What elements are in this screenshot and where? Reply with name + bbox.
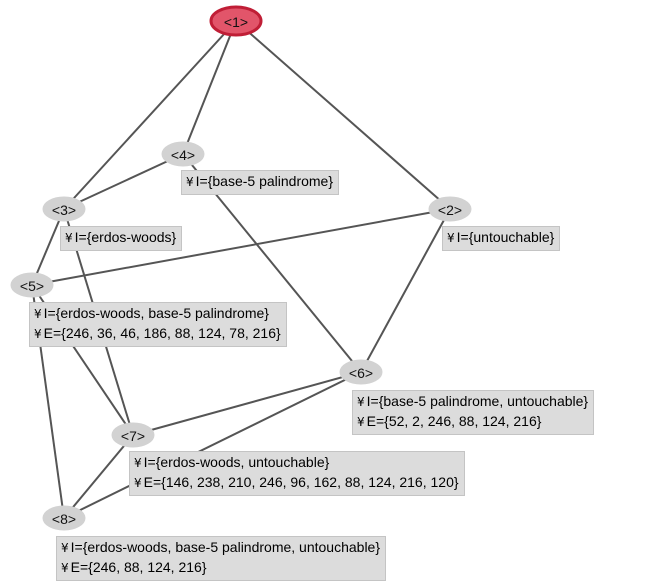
node-4[interactable]: <4> xyxy=(161,141,205,167)
node-8-intent: I={erdos-woods, base-5 palindrome, untou… xyxy=(70,539,381,555)
node-5-id-text: <5> xyxy=(20,278,44,294)
node-6-extent-line: ¥E={52, 2, 246, 88, 124, 216} xyxy=(357,412,588,432)
edge-2-6 xyxy=(360,208,451,373)
node-6-id-text: <6> xyxy=(349,365,373,381)
node-7[interactable]: <7> xyxy=(111,422,155,448)
edge-3-5 xyxy=(31,208,65,286)
node-6-intent: I={base-5 palindrome, untouchable} xyxy=(366,393,589,409)
node-7-label: ¥I={erdos-woods, untouchable} ¥E={146, 2… xyxy=(129,451,465,496)
node-5-label: ¥I={erdos-woods, base-5 palindrome} ¥E={… xyxy=(29,302,287,347)
node-6[interactable]: <6> xyxy=(339,359,383,385)
node-8-extent-line: ¥E={246, 88, 124, 216} xyxy=(61,558,380,578)
node-8[interactable]: <8> xyxy=(42,505,86,531)
node-5-intent: I={erdos-woods, base-5 palindrome} xyxy=(43,305,269,321)
node-4-ellipse[interactable] xyxy=(161,141,205,167)
node-2-ellipse[interactable] xyxy=(428,196,472,222)
node-4-label: ¥I={base-5 palindrome} xyxy=(181,170,340,195)
node-2[interactable]: <2> xyxy=(428,196,472,222)
node-5-extent: E={246, 36, 46, 186, 88, 124, 78, 216} xyxy=(43,325,281,341)
node-8-extent: E={246, 88, 124, 216} xyxy=(70,559,207,575)
node-8-intent-line: ¥I={erdos-woods, base-5 palindrome, unto… xyxy=(61,538,380,558)
node-2-intent-marker-icon: ¥ xyxy=(447,231,455,245)
edge-4-3 xyxy=(63,153,184,210)
node-3-intent-marker-icon: ¥ xyxy=(65,231,73,245)
edge-2-5 xyxy=(31,208,451,286)
edge-6-7 xyxy=(132,371,362,436)
node-7-extent-marker-icon: ¥ xyxy=(134,476,142,490)
node-1[interactable]: <1> xyxy=(209,5,263,37)
node-1-id-text: <1> xyxy=(224,14,248,30)
node-2-id-text: <2> xyxy=(438,202,462,218)
node-8-label: ¥I={erdos-woods, base-5 palindrome, unto… xyxy=(56,536,387,581)
node-5-extent-line: ¥E={246, 36, 46, 186, 88, 124, 78, 216} xyxy=(34,324,281,344)
node-8-ellipse[interactable] xyxy=(42,505,86,531)
node-7-intent-line: ¥I={erdos-woods, untouchable} xyxy=(134,453,459,473)
node-3-id-text: <3> xyxy=(52,202,76,218)
node-6-ellipse[interactable] xyxy=(339,359,383,385)
node-3-ellipse[interactable] xyxy=(42,196,86,222)
node-4-intent: I={base-5 palindrome} xyxy=(195,173,334,189)
node-4-intent-line: ¥I={base-5 palindrome} xyxy=(186,172,333,192)
node-8-id-text: <8> xyxy=(52,511,76,527)
node-6-extent: E={52, 2, 246, 88, 124, 216} xyxy=(366,413,542,429)
node-6-intent-marker-icon: ¥ xyxy=(357,395,365,409)
edge-1-4 xyxy=(182,20,237,155)
node-7-extent: E={146, 238, 210, 246, 96, 162, 88, 124,… xyxy=(143,474,459,490)
node-8-intent-marker-icon: ¥ xyxy=(61,541,69,555)
node-5-extent-marker-icon: ¥ xyxy=(34,327,42,341)
node-5-intent-line: ¥I={erdos-woods, base-5 palindrome} xyxy=(34,304,281,324)
node-5-intent-marker-icon: ¥ xyxy=(34,307,42,321)
edge-1-3 xyxy=(63,20,237,210)
node-7-intent-marker-icon: ¥ xyxy=(134,456,142,470)
node-3-intent: I={erdos-woods} xyxy=(74,229,177,245)
node-8-extent-marker-icon: ¥ xyxy=(61,561,69,575)
node-6-extent-marker-icon: ¥ xyxy=(357,415,365,429)
node-7-id-text: <7> xyxy=(121,428,145,444)
edge-6-8 xyxy=(63,371,362,519)
node-4-intent-marker-icon: ¥ xyxy=(186,175,194,189)
node-7-intent: I={erdos-woods, untouchable} xyxy=(143,454,330,470)
node-7-extent-line: ¥E={146, 238, 210, 246, 96, 162, 88, 124… xyxy=(134,473,459,493)
edge-7-8 xyxy=(63,434,134,519)
edges-layer xyxy=(31,20,451,519)
node-3-label: ¥I={erdos-woods} xyxy=(60,226,183,251)
node-4-id-text: <4> xyxy=(171,147,195,163)
nodes-layer: <1> <2> <3> <4> <5> <6> <7> <8> xyxy=(10,5,472,531)
node-3-intent-line: ¥I={erdos-woods} xyxy=(65,228,176,248)
node-5[interactable]: <5> xyxy=(10,272,54,298)
node-2-intent: I={untouchable} xyxy=(456,229,555,245)
node-3[interactable]: <3> xyxy=(42,196,86,222)
node-1-ellipse[interactable] xyxy=(209,5,263,37)
node-2-label: ¥I={untouchable} xyxy=(442,226,561,251)
node-6-intent-line: ¥I={base-5 palindrome, untouchable} xyxy=(357,392,588,412)
node-7-ellipse[interactable] xyxy=(111,422,155,448)
node-5-ellipse[interactable] xyxy=(10,272,54,298)
node-6-label: ¥I={base-5 palindrome, untouchable} ¥E={… xyxy=(352,390,595,435)
edge-1-2 xyxy=(235,20,451,210)
node-2-intent-line: ¥I={untouchable} xyxy=(447,228,554,248)
